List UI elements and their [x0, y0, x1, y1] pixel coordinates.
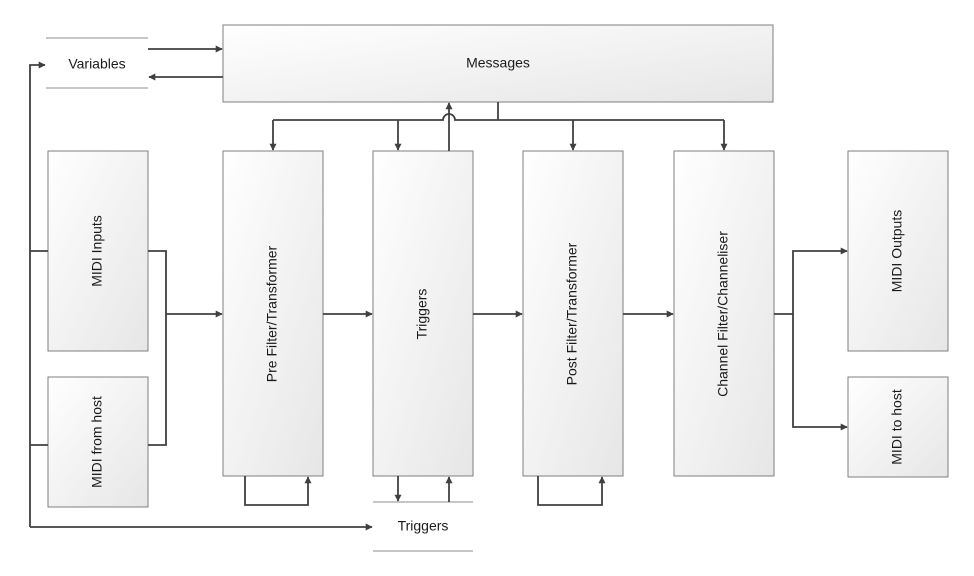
midi-from-host-label: MIDI from host	[89, 396, 105, 488]
messages-label: Messages	[466, 55, 530, 71]
triggers-store-label: Triggers	[398, 518, 449, 534]
pre-filter-loopback	[244, 476, 312, 506]
bus-to-variables-arrow	[29, 61, 46, 527]
midi-outputs-label: MIDI Outputs	[889, 210, 905, 292]
inputs-merge	[148, 250, 167, 446]
channel-to-midi-to-host-arrow	[792, 314, 848, 431]
midi-from-host-box: MIDI from host	[47, 376, 149, 508]
triggers-store: Triggers	[373, 501, 473, 552]
channel-filter-box: Channel Filter/Channeliser	[673, 150, 775, 477]
post-filter-loopback	[537, 476, 606, 506]
variables-label: Variables	[68, 56, 125, 72]
variables-store: Variables	[46, 37, 148, 89]
midi-outputs-box: MIDI Outputs	[847, 150, 949, 352]
midi-to-host-label: MIDI to host	[889, 389, 905, 465]
messages-box: Messages	[222, 24, 774, 103]
midi-inputs-label: MIDI Inputs	[89, 215, 105, 287]
pre-filter-box: Pre Filter/Transformer	[222, 150, 324, 477]
triggers-box: Triggers	[372, 150, 474, 477]
pre-filter-label: Pre Filter/Transformer	[264, 245, 280, 382]
midi-inputs-box: MIDI Inputs	[47, 150, 149, 352]
channel-to-midi-outputs-arrow	[774, 247, 848, 315]
channel-filter-label: Channel Filter/Channeliser	[715, 231, 731, 397]
triggers-label: Triggers	[414, 289, 430, 340]
midi-to-host-box: MIDI to host	[847, 376, 949, 478]
post-filter-box: Post Filter/Transformer	[522, 150, 624, 477]
post-filter-label: Post Filter/Transformer	[564, 242, 580, 385]
